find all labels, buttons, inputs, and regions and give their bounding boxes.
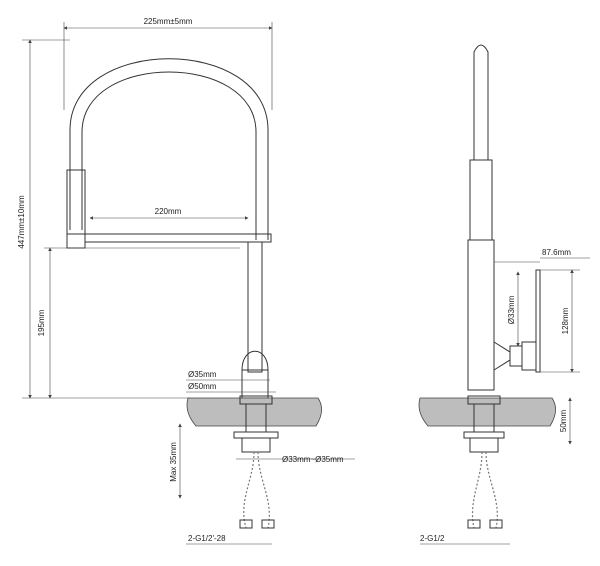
- side-view: 87.6mm Ø33mm 128mm 50mm 2-G1/2: [418, 44, 590, 545]
- side-handle-joint: [493, 341, 511, 371]
- hose-left-b: [257, 451, 270, 529]
- hose-fitting-1: [239, 519, 253, 529]
- gooseneck-outer: [69, 58, 269, 240]
- label-total-height: 447mm±10mm: [17, 195, 26, 249]
- side-handle-1: [509, 345, 523, 367]
- hose-right-a: [471, 451, 483, 529]
- label-hole-diameter: Ø33mm~Ø35mm: [282, 455, 344, 464]
- side-counter-top: [418, 397, 556, 427]
- counter-top: [186, 397, 322, 427]
- label-side-depth: 50mm: [559, 410, 568, 433]
- label-side-height: 128mm: [561, 307, 570, 334]
- front-view: 225mm±5mm 447mm±10mm 220mm 195mm Ø35mm Ø…: [17, 17, 355, 545]
- label-spout-height: 195mm: [37, 309, 46, 336]
- holder-bar: [84, 233, 272, 243]
- label-flange-diameter: Ø50mm: [188, 382, 217, 391]
- hose-fitting-2: [261, 519, 275, 529]
- hose-left-a: [243, 451, 255, 529]
- label-side-width: 87.6mm: [542, 248, 571, 257]
- side-nut-plate: [463, 431, 505, 439]
- label-side-diameter: Ø33mm: [507, 295, 516, 324]
- hose-fitting-4: [489, 519, 503, 529]
- nut-plate: [233, 431, 279, 439]
- label-connector-left: 2-G1/2'-28: [188, 534, 226, 543]
- gooseneck-inner: [81, 71, 257, 240]
- label-max-thickness: Max 35mm: [169, 442, 178, 482]
- hose-right-b: [485, 451, 498, 529]
- label-connector-right: 2-G1/2: [420, 534, 445, 543]
- lock-nut: [241, 437, 271, 453]
- base: [241, 369, 269, 399]
- side-spout-top: [473, 44, 489, 160]
- handle-base: [241, 350, 269, 371]
- spray-nozzle: [66, 233, 86, 249]
- side-body: [467, 239, 495, 391]
- label-top-width: 225mm±5mm: [144, 17, 193, 26]
- side-lever: [535, 269, 541, 373]
- side-handle-2: [521, 341, 537, 371]
- label-base-diameter: Ø35mm: [188, 370, 217, 379]
- label-reach: 220mm: [155, 207, 182, 216]
- side-lock-nut: [469, 437, 499, 453]
- side-spray-head: [469, 159, 493, 241]
- hose-fitting-3: [467, 519, 481, 529]
- body-column: [247, 241, 263, 373]
